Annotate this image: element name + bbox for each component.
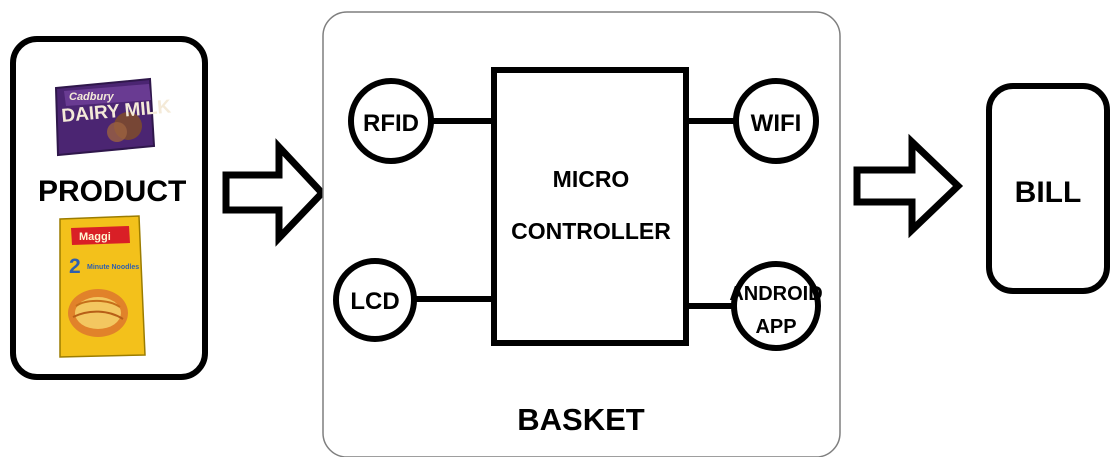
bill-panel: BILL <box>986 83 1110 294</box>
microcontroller-line-1: MICRO <box>553 166 630 192</box>
right-arrow <box>853 133 964 239</box>
right-arrow-icon <box>853 133 964 239</box>
basket-panel: RFID LCD MICRO CONTROLLER WIFI ANDROID A… <box>322 11 841 457</box>
bill-box <box>986 83 1110 294</box>
maggi-noodles-image: Maggi 2 Minute Noodles <box>59 215 146 358</box>
wifi-label: WIFI <box>751 110 802 137</box>
noodle-brand-text: Maggi <box>79 231 111 243</box>
android-label-line-1: ANDROID <box>729 283 822 305</box>
bill-label: BILL <box>1015 176 1082 209</box>
microcontroller-box <box>491 67 689 346</box>
dairy-milk-image: Cadbury DAIRY MILK <box>54 77 172 157</box>
left-arrow <box>222 138 327 247</box>
noodle-number-text: 2 <box>69 255 81 278</box>
product-label: PRODUCT <box>38 175 186 208</box>
android-label-line-2: APP <box>755 316 796 338</box>
basket-label: BASKET <box>517 402 645 437</box>
product-panel: Cadbury DAIRY MILK PRODUCT Maggi 2 Minut… <box>10 36 208 380</box>
rfid-label: RFID <box>363 110 419 137</box>
lcd-label: LCD <box>350 288 399 315</box>
right-arrow-icon <box>222 138 327 247</box>
chocolate-brand-text: Cadbury <box>69 91 115 103</box>
noodle-description-text: Minute Noodles <box>87 264 139 271</box>
microcontroller-line-2: CONTROLLER <box>511 218 671 244</box>
